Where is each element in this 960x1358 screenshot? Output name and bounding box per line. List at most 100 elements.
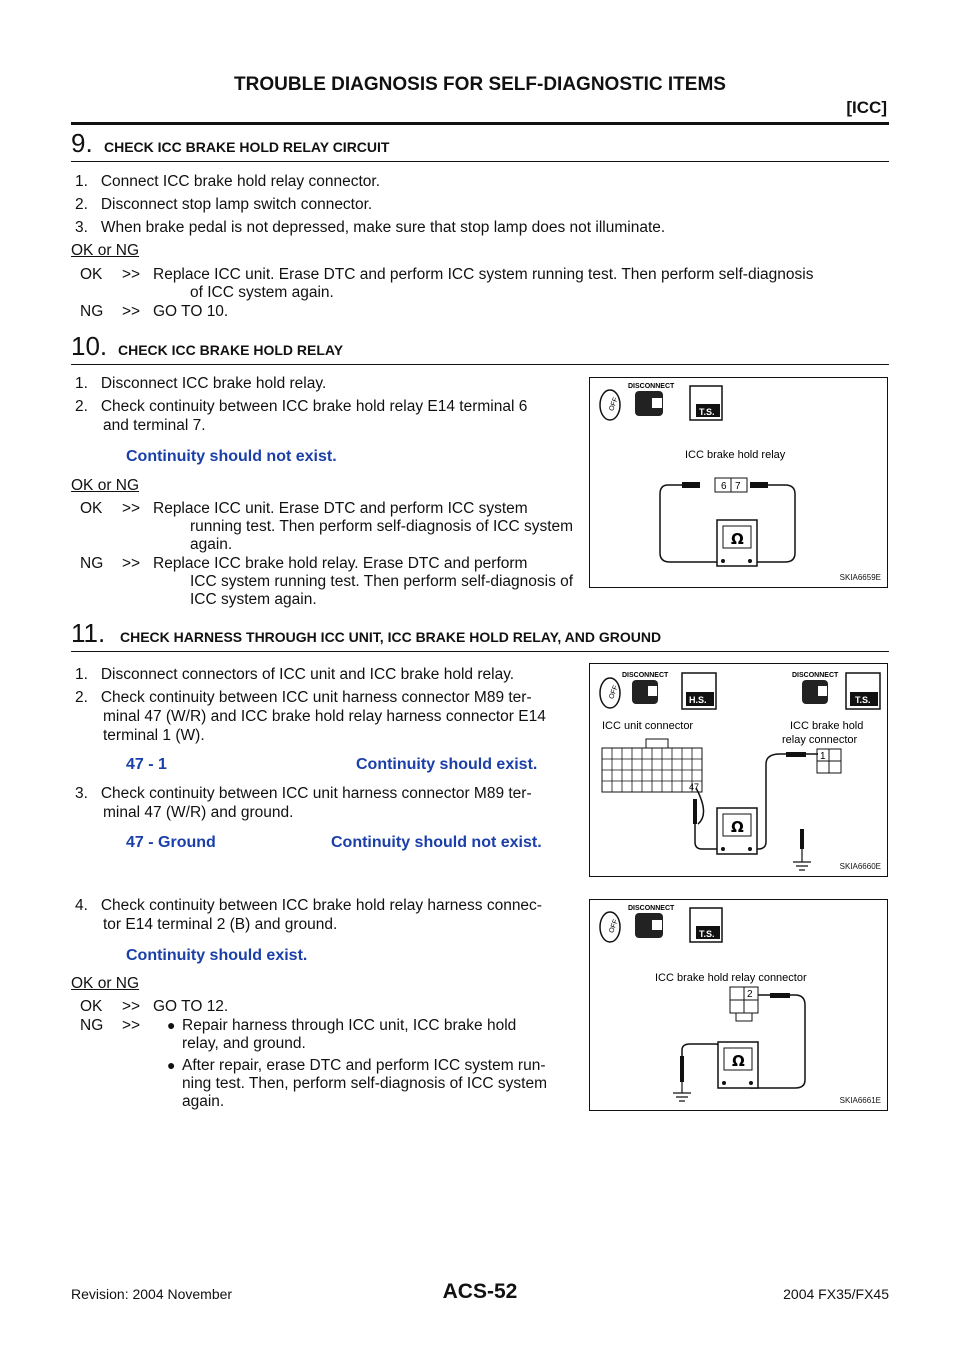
relay-connector-label: ICC brake hold relay connector bbox=[655, 972, 807, 984]
ok-result: GO TO 12. bbox=[153, 998, 229, 1015]
ok-ng-label: OK or NG bbox=[71, 477, 140, 494]
ng-bullet-2-cont: ning test. Then, perform self-diagnosis … bbox=[182, 1075, 547, 1092]
spec-terminals: 47 - 1 bbox=[126, 756, 167, 773]
icc-unit-connector: 47 bbox=[601, 738, 703, 793]
ng-key: NG bbox=[80, 555, 104, 572]
svg-text:T.S.: T.S. bbox=[699, 929, 715, 939]
ground-continuity-figure: OFF DISCONNECT T.S. ICC brake hold relay… bbox=[589, 899, 888, 1111]
step-9-heading: 9. CHECK ICC BRAKE HOLD RELAY CIRCUIT bbox=[71, 128, 889, 162]
model-text: 2004 FX35/FX45 bbox=[783, 1286, 889, 1302]
off-key-icon: OFF bbox=[599, 911, 621, 943]
ts-icon: T.S. bbox=[689, 385, 723, 421]
step-9-item-1: 1. Connect ICC brake hold relay connecto… bbox=[75, 173, 380, 190]
ok-arrow: >> bbox=[122, 500, 141, 517]
ng-arrow: >> bbox=[122, 1017, 141, 1034]
svg-text:H.S.: H.S. bbox=[689, 695, 707, 705]
relay-connector: 1 bbox=[816, 748, 842, 774]
disconnect-icon: DISCONNECT bbox=[628, 383, 675, 416]
ng-arrow: >> bbox=[122, 555, 141, 572]
ok-result-cont: running test. Then perform self-diagnosi… bbox=[190, 518, 574, 535]
ok-result: Replace ICC unit. Erase DTC and perform … bbox=[153, 266, 814, 283]
off-key-icon: OFF bbox=[599, 389, 621, 421]
svg-text:2: 2 bbox=[747, 989, 753, 1000]
step-11-item-3: 3. Check continuity between ICC unit har… bbox=[75, 785, 532, 802]
spec-result: Continuity should exist. bbox=[356, 756, 538, 773]
svg-text:T.S.: T.S. bbox=[699, 407, 715, 417]
harness-diagram: OFF DISCONNECT H.S. DISCONNECT T.S. ICC … bbox=[599, 672, 881, 871]
bullet-icon: ● bbox=[167, 1017, 176, 1033]
step-title: CHECK HARNESS THROUGH ICC UNIT, ICC BRAK… bbox=[120, 629, 662, 645]
ok-arrow: >> bbox=[122, 998, 141, 1015]
step-10-heading: 10. CHECK ICC BRAKE HOLD RELAY bbox=[71, 331, 889, 365]
disconnect-icon: DISCONNECT bbox=[792, 672, 839, 704]
relay-connector-label: relay connector bbox=[782, 734, 858, 746]
step-9-item-2: 2. Disconnect stop lamp switch connector… bbox=[75, 196, 373, 213]
step-10-item-2-cont: and terminal 7. bbox=[103, 417, 206, 434]
ng-key: NG bbox=[80, 1017, 104, 1034]
ng-result-cont: ICC system running test. Then perform se… bbox=[190, 573, 574, 590]
step-title: CHECK ICC BRAKE HOLD RELAY bbox=[118, 342, 344, 358]
svg-text:DISCONNECT: DISCONNECT bbox=[792, 672, 839, 679]
harness-continuity-figure: OFF DISCONNECT H.S. DISCONNECT T.S. ICC … bbox=[589, 663, 888, 877]
ok-ng-label: OK or NG bbox=[71, 975, 140, 992]
step-10-results: OK >> Replace ICC unit. Erase DTC and pe… bbox=[80, 500, 580, 612]
step-11-item-4: 4. Check continuity between ICC brake ho… bbox=[75, 897, 542, 914]
step-9-results: OK >> Replace ICC unit. Erase DTC and pe… bbox=[80, 266, 890, 326]
page-number: ACS-52 bbox=[442, 1280, 518, 1303]
figure-code: SKIA6659E bbox=[839, 573, 881, 582]
ts-icon: T.S. bbox=[845, 672, 881, 710]
ng-arrow: >> bbox=[122, 303, 141, 320]
ok-arrow: >> bbox=[122, 266, 141, 283]
ok-result-cont: of ICC system again. bbox=[190, 284, 334, 301]
svg-text:Ω: Ω bbox=[731, 530, 744, 548]
continuity-spec: Continuity should not exist. bbox=[126, 448, 337, 465]
step-10-item-2: 2. Check continuity between ICC brake ho… bbox=[75, 398, 528, 415]
ng-result-cont: ICC system again. bbox=[190, 591, 317, 608]
ok-key: OK bbox=[80, 266, 103, 283]
spec-terminals: 47 - Ground bbox=[126, 834, 216, 851]
section-tag: [ICC] bbox=[846, 98, 887, 117]
svg-text:OFF: OFF bbox=[608, 397, 619, 413]
svg-text:DISCONNECT: DISCONNECT bbox=[628, 905, 675, 912]
ohmmeter-icon: Ω bbox=[716, 519, 758, 567]
step-11-item-2-cont: terminal 1 (W). bbox=[103, 727, 205, 744]
ok-result-cont: again. bbox=[190, 536, 233, 553]
disconnect-icon: DISCONNECT bbox=[622, 672, 669, 704]
svg-text:6: 6 bbox=[721, 481, 727, 492]
step-9-item-3: 3. When brake pedal is not depressed, ma… bbox=[75, 219, 666, 236]
step-11-item-2: 2. Check continuity between ICC unit har… bbox=[75, 689, 532, 706]
off-key-icon: OFF bbox=[599, 677, 621, 709]
figure-code: SKIA6660E bbox=[839, 862, 881, 871]
disconnect-icon: DISCONNECT bbox=[628, 905, 675, 938]
step-number: 10. bbox=[71, 331, 108, 361]
ok-ng-label: OK or NG bbox=[71, 242, 140, 259]
step-number: 9. bbox=[71, 128, 93, 158]
step-11-item-4-cont: tor E14 terminal 2 (B) and ground. bbox=[103, 916, 338, 933]
header-rule bbox=[71, 122, 889, 125]
bullet-icon: ● bbox=[167, 1057, 176, 1073]
ohmmeter-icon: Ω bbox=[717, 1041, 759, 1089]
hs-icon: H.S. bbox=[681, 672, 717, 710]
relay-diagram: OFF DISCONNECT T.S. ICC brake hold relay… bbox=[599, 383, 796, 567]
svg-text:1: 1 bbox=[820, 751, 826, 762]
step-title: CHECK ICC BRAKE HOLD RELAY CIRCUIT bbox=[104, 139, 390, 155]
page-title: TROUBLE DIAGNOSIS FOR SELF-DIAGNOSTIC IT… bbox=[234, 74, 726, 95]
svg-text:DISCONNECT: DISCONNECT bbox=[628, 383, 675, 390]
relay-connector-label: ICC brake hold bbox=[790, 720, 863, 732]
step-11-item-2-cont: minal 47 (W/R) and ICC brake hold relay … bbox=[103, 708, 546, 725]
ng-bullet-1: Repair harness through ICC unit, ICC bra… bbox=[182, 1017, 517, 1034]
svg-text:47: 47 bbox=[689, 782, 699, 792]
spec-result: Continuity should not exist. bbox=[331, 834, 542, 851]
ng-bullet-2: After repair, erase DTC and perform ICC … bbox=[182, 1057, 546, 1074]
relay-connector: 2 bbox=[729, 986, 759, 1022]
ok-key: OK bbox=[80, 500, 103, 517]
svg-text:OFF: OFF bbox=[608, 919, 619, 935]
ok-key: OK bbox=[80, 998, 103, 1015]
svg-text:Ω: Ω bbox=[731, 818, 744, 836]
svg-text:DISCONNECT: DISCONNECT bbox=[622, 672, 669, 679]
ts-icon: T.S. bbox=[689, 907, 723, 943]
step-11-heading: 11. CHECK HARNESS THROUGH ICC UNIT, ICC … bbox=[71, 618, 889, 652]
ng-bullet-2-cont: again. bbox=[182, 1093, 225, 1110]
step-10-item-1: 1. Disconnect ICC brake hold relay. bbox=[75, 375, 327, 392]
spec-result: Continuity should exist. bbox=[126, 947, 308, 964]
